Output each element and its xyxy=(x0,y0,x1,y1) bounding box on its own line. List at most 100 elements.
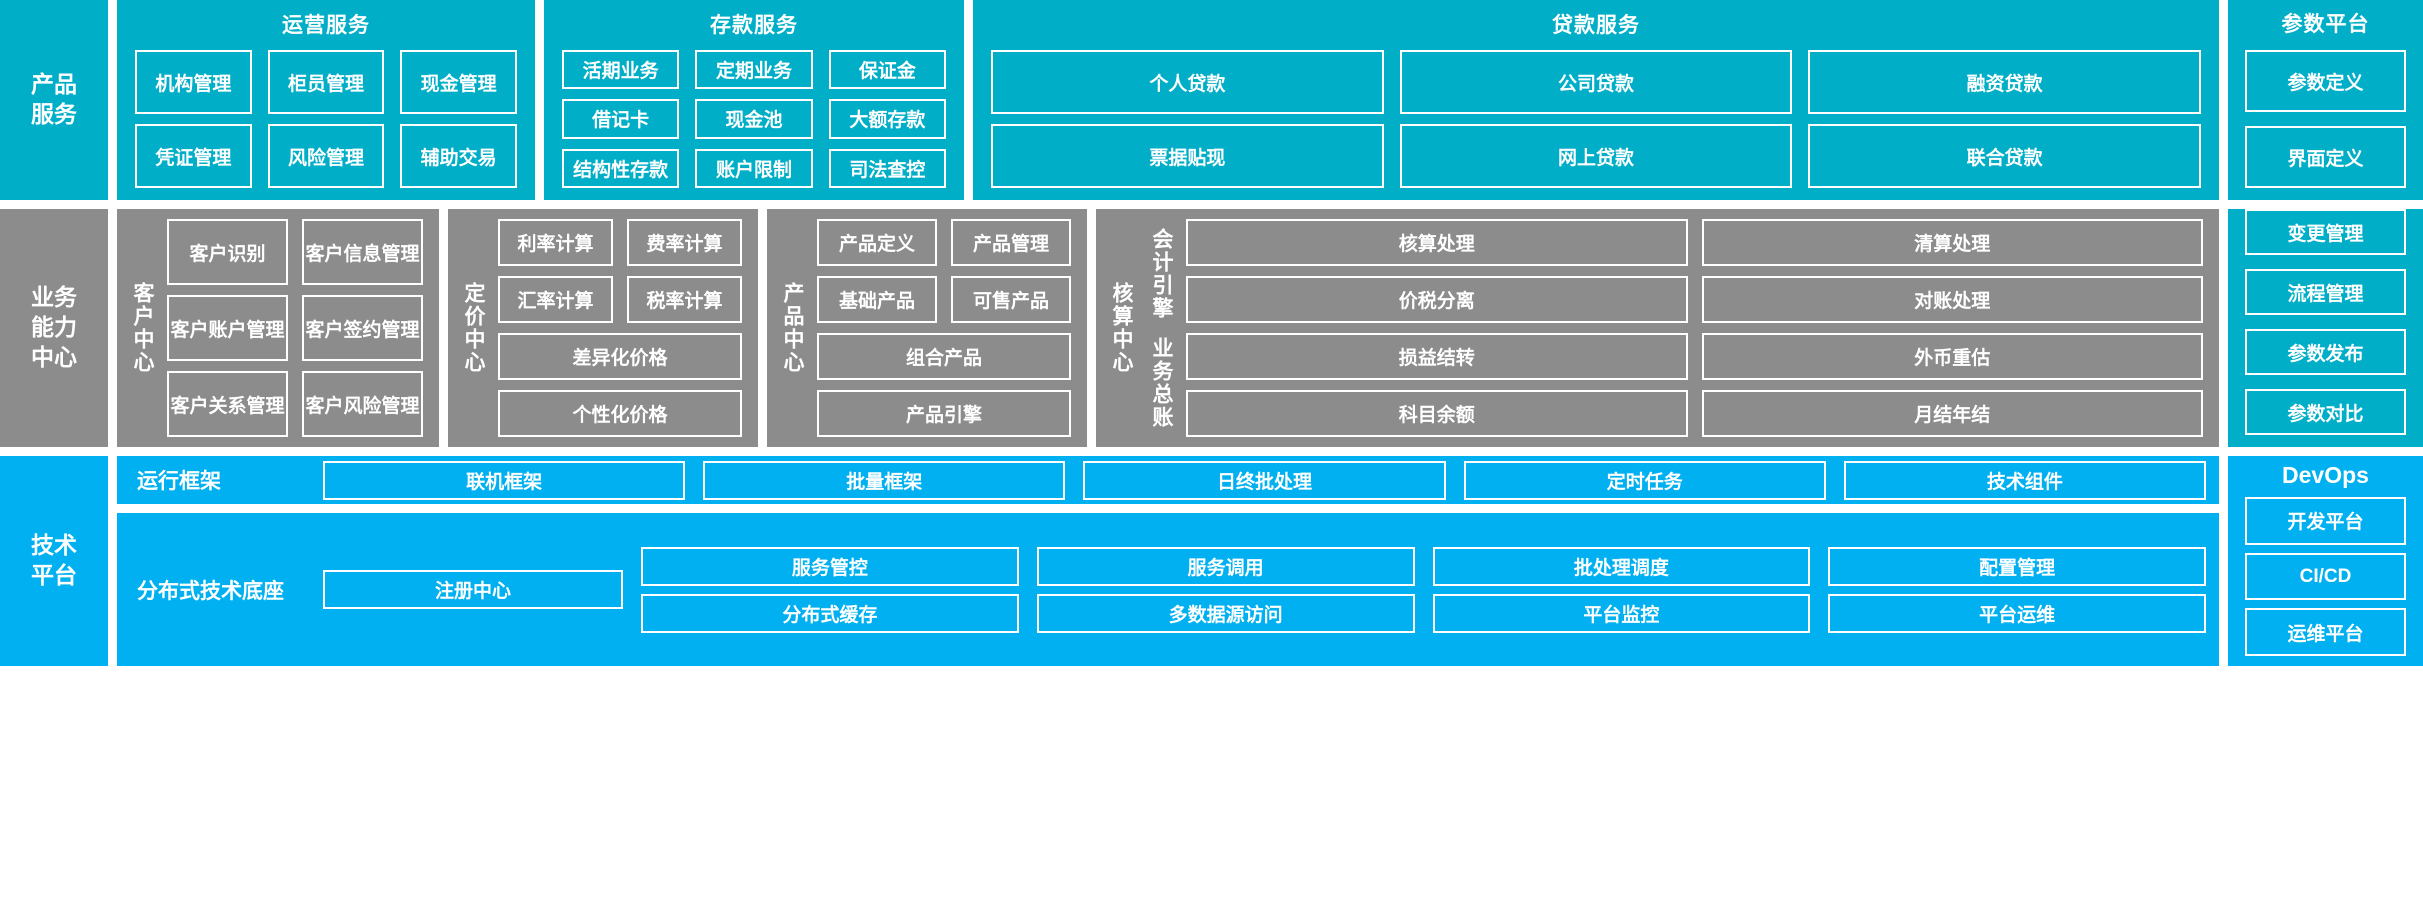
capability-tile[interactable]: 产品定义 xyxy=(817,219,937,266)
pricing-center-row: 差异化价格 xyxy=(498,333,742,380)
capability-tile[interactable]: 产品管理 xyxy=(951,219,1071,266)
param-item[interactable]: 流程管理 xyxy=(2245,269,2406,315)
loan-service-row: 票据贴现 网上贷款 联合贷款 xyxy=(991,124,2202,188)
capability-tile[interactable]: 月结年结 xyxy=(1701,390,2203,437)
accounting-engine-label: 会计引擎 xyxy=(1150,227,1173,320)
devops-item[interactable]: 开发平台 xyxy=(2245,497,2406,545)
accounting-center-label: 核算中心 xyxy=(1110,282,1133,374)
tech-tile[interactable]: 日终批处理 xyxy=(1083,460,1446,500)
customer-center-grid: 客户识别 客户信息管理 客户账户管理 客户签约管理 客户关系管理 客户风险管理 xyxy=(167,219,423,437)
capability-tile[interactable]: 产品引擎 xyxy=(817,390,1071,437)
tech-tile[interactable]: 多数据源访问 xyxy=(1036,593,1415,633)
service-tile[interactable]: 大额存款 xyxy=(828,99,946,139)
service-tile[interactable]: 结构性存款 xyxy=(562,148,680,188)
service-tile[interactable]: 现金管理 xyxy=(400,50,518,114)
foundation-tiles-row: 分布式缓存 多数据源访问 平台监控 平台运维 xyxy=(641,593,2206,633)
tech-tile[interactable]: 服务管控 xyxy=(641,546,1019,586)
capability-tile[interactable]: 个性化价格 xyxy=(498,390,742,437)
capability-tile[interactable]: 组合产品 xyxy=(817,333,1071,380)
capability-tile[interactable]: 利率计算 xyxy=(498,219,613,266)
customer-center-panel: 客户中心 客户识别 客户信息管理 客户账户管理 客户签约管理 客户关系管理 客户… xyxy=(117,209,439,447)
service-tile[interactable]: 联合贷款 xyxy=(1808,124,2202,188)
capability-tile[interactable]: 对账处理 xyxy=(1701,276,2203,323)
capability-tile[interactable]: 费率计算 xyxy=(627,219,742,266)
param-item[interactable]: 参数发布 xyxy=(2245,329,2406,375)
capability-tile[interactable]: 可售产品 xyxy=(951,276,1071,323)
service-tile[interactable]: 司法查控 xyxy=(828,148,946,188)
capability-tile[interactable]: 核算处理 xyxy=(1186,219,1688,266)
accounting-center-grid: 核算处理 清算处理 价税分离 对账处理 损益结转 外币重估 科目余额 月结年结 xyxy=(1186,219,2203,437)
service-tile[interactable]: 凭证管理 xyxy=(135,124,252,188)
service-tile[interactable]: 保证金 xyxy=(828,50,946,90)
param-item[interactable]: 界面定义 xyxy=(2245,126,2406,188)
pricing-center-row: 利率计算 费率计算 xyxy=(498,219,742,266)
devops-item[interactable]: 运维平台 xyxy=(2245,608,2406,657)
service-tile[interactable]: 机构管理 xyxy=(135,50,252,114)
service-tile[interactable]: 借记卡 xyxy=(562,99,680,139)
pricing-center-grid: 利率计算 费率计算 汇率计算 税率计算 差异化价格 个性化价格 xyxy=(498,219,742,437)
service-tile[interactable]: 网上贷款 xyxy=(1399,124,1793,188)
customer-center-row: 客户识别 客户信息管理 xyxy=(167,219,423,285)
service-tile[interactable]: 票据贴现 xyxy=(991,124,1384,188)
capability-tile[interactable]: 客户账户管理 xyxy=(167,295,288,361)
capability-tile[interactable]: 科目余额 xyxy=(1186,390,1688,437)
capability-tile[interactable]: 客户识别 xyxy=(167,219,288,285)
pricing-center-label: 定价中心 xyxy=(462,282,485,374)
tech-tile[interactable]: 批处理调度 xyxy=(1432,546,1811,586)
service-tile[interactable]: 定期业务 xyxy=(695,50,813,90)
distributed-foundation-label: 分布式技术底座 xyxy=(137,579,284,603)
devops-title: DevOps xyxy=(2282,462,2369,488)
deposit-service-grid: 活期业务 定期业务 保证金 借记卡 现金池 大额存款 结构性存款 账户限制 司法… xyxy=(562,50,946,188)
tech-tile[interactable]: 技术组件 xyxy=(1843,460,2207,500)
layer-label-product-service: 产品服务 xyxy=(0,0,108,200)
tech-tile[interactable]: 定时任务 xyxy=(1463,460,1826,500)
tech-tile[interactable]: 平台运维 xyxy=(1828,593,2206,633)
param-item[interactable]: 参数对比 xyxy=(2245,389,2406,435)
registry-center-tile[interactable]: 注册中心 xyxy=(323,570,623,609)
runtime-framework-row: 运行框架 联机框架 批量框架 日终批处理 定时任务 技术组件 xyxy=(117,456,2219,504)
capability-tile[interactable]: 基础产品 xyxy=(817,276,937,323)
accounting-center-row: 核算处理 清算处理 xyxy=(1186,219,2203,266)
capability-tile[interactable]: 客户签约管理 xyxy=(302,295,423,361)
devops-panel: DevOps 开发平台 CI/CD 运维平台 xyxy=(2228,456,2423,666)
product-center-row: 产品定义 产品管理 xyxy=(817,219,1071,266)
tech-tile[interactable]: 配置管理 xyxy=(1828,546,2206,586)
capability-tile[interactable]: 客户信息管理 xyxy=(302,219,423,285)
service-tile[interactable]: 柜员管理 xyxy=(267,50,385,114)
tech-tile[interactable]: 联机框架 xyxy=(323,460,686,500)
tech-tile[interactable]: 批量框架 xyxy=(703,460,1066,500)
operation-service-grid: 机构管理 柜员管理 现金管理 凭证管理 风险管理 辅助交易 xyxy=(135,50,518,188)
capability-tile[interactable]: 损益结转 xyxy=(1186,333,1688,380)
service-tile[interactable]: 活期业务 xyxy=(562,50,680,90)
service-tile[interactable]: 账户限制 xyxy=(695,148,813,188)
param-item[interactable]: 参数定义 xyxy=(2245,50,2406,112)
capability-tile[interactable]: 清算处理 xyxy=(1701,219,2203,266)
tech-tile[interactable]: 平台监控 xyxy=(1432,593,1811,633)
capability-tile[interactable]: 汇率计算 xyxy=(498,276,613,323)
service-tile[interactable]: 公司贷款 xyxy=(1399,50,1793,114)
param-item[interactable]: 变更管理 xyxy=(2245,209,2406,255)
service-tile[interactable]: 现金池 xyxy=(695,99,813,139)
capability-tile[interactable]: 价税分离 xyxy=(1186,276,1688,323)
product-center-row: 产品引擎 xyxy=(817,390,1071,437)
capability-tile[interactable]: 税率计算 xyxy=(627,276,742,323)
devops-item[interactable]: CI/CD xyxy=(2245,552,2406,601)
customer-center-row: 客户账户管理 客户签约管理 xyxy=(167,295,423,361)
service-tile[interactable]: 个人贷款 xyxy=(991,50,1384,114)
product-service-groups: 运营服务 机构管理 柜员管理 现金管理 凭证管理 风险管理 辅助交易 存 xyxy=(117,0,2219,200)
deposit-service-row: 结构性存款 账户限制 司法查控 xyxy=(562,148,946,188)
capability-tile[interactable]: 客户风险管理 xyxy=(302,371,423,437)
accounting-center-row: 损益结转 外币重估 xyxy=(1186,333,2203,380)
param-platform-panel-lower: 变更管理 流程管理 参数发布 参数对比 xyxy=(2228,209,2423,447)
service-tile[interactable]: 辅助交易 xyxy=(400,124,518,188)
service-tile[interactable]: 风险管理 xyxy=(267,124,385,188)
capability-tile[interactable]: 差异化价格 xyxy=(498,333,742,380)
product-center-row: 组合产品 xyxy=(817,333,1071,380)
capability-tile[interactable]: 外币重估 xyxy=(1701,333,2203,380)
tech-tile[interactable]: 服务调用 xyxy=(1036,546,1415,586)
capability-tile[interactable]: 客户关系管理 xyxy=(167,371,288,437)
tech-tile[interactable]: 分布式缓存 xyxy=(641,593,1019,633)
distributed-foundation-row: 分布式技术底座 注册中心 服务管控 服务调用 批处理调度 配置管理 分布式缓存 … xyxy=(117,513,2219,666)
service-tile[interactable]: 融资贷款 xyxy=(1808,50,2202,114)
product-center-row: 基础产品 可售产品 xyxy=(817,276,1071,323)
